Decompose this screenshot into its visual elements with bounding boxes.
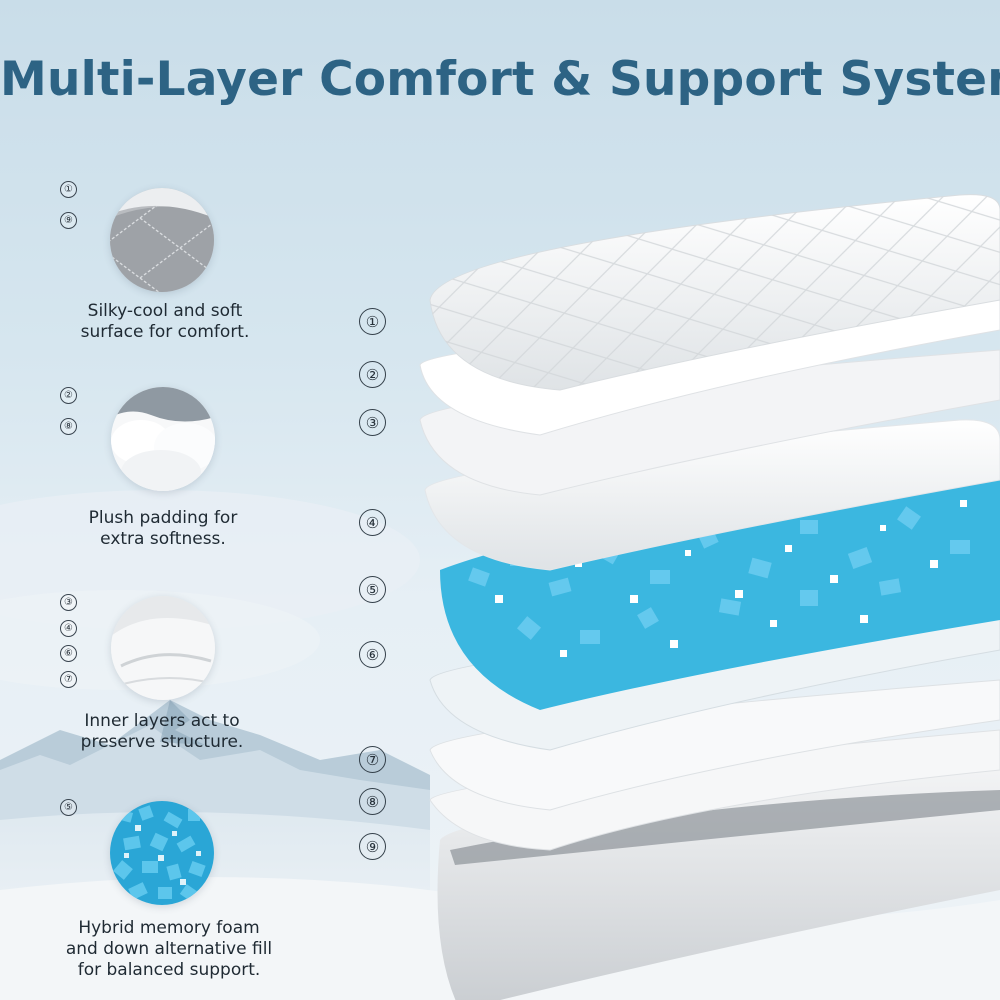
layer-badge-9: ⑨ bbox=[60, 212, 77, 229]
layer-badge-8: ⑧ bbox=[60, 418, 77, 435]
layer-number-4: ④ bbox=[359, 509, 386, 536]
layer-badge-5: ⑤ bbox=[60, 799, 77, 816]
pillow-layers-illustration bbox=[419, 194, 1000, 1000]
layer-number-7: ⑦ bbox=[359, 746, 386, 773]
layer-badge-4: ④ bbox=[60, 620, 77, 637]
layer-number-6: ⑥ bbox=[359, 641, 386, 668]
layer-number-5: ⑤ bbox=[359, 576, 386, 603]
layer-number-2: ② bbox=[359, 361, 386, 388]
layer-badge-1: ① bbox=[60, 181, 77, 198]
inner-fabric-swatch bbox=[111, 596, 215, 700]
layer-badge-3: ③ bbox=[60, 594, 77, 611]
plush-padding-swatch bbox=[111, 387, 215, 491]
layer-number-9: ⑨ bbox=[359, 833, 386, 860]
layer-badge-7: ⑦ bbox=[60, 671, 77, 688]
caption-memory-foam: Hybrid memory foam and down alternative … bbox=[65, 918, 273, 980]
quilted-fabric-swatch bbox=[110, 188, 214, 292]
memory-foam-swatch bbox=[110, 801, 214, 905]
layer-number-3: ③ bbox=[359, 409, 386, 436]
layer-number-1: ① bbox=[359, 308, 386, 335]
layer-number-8: ⑧ bbox=[359, 788, 386, 815]
layer-badge-2: ② bbox=[60, 387, 77, 404]
caption-plush-padding: Plush padding for extra softness. bbox=[88, 508, 238, 549]
layer-badge-6: ⑥ bbox=[60, 645, 77, 662]
page-title: Multi-Layer Comfort & Support System bbox=[0, 52, 1000, 107]
pillow-layer-1 bbox=[429, 194, 1000, 391]
caption-silky-surface: Silky-cool and soft surface for comfort. bbox=[80, 301, 250, 342]
caption-inner-layers: Inner layers act to preserve structure. bbox=[80, 711, 244, 752]
